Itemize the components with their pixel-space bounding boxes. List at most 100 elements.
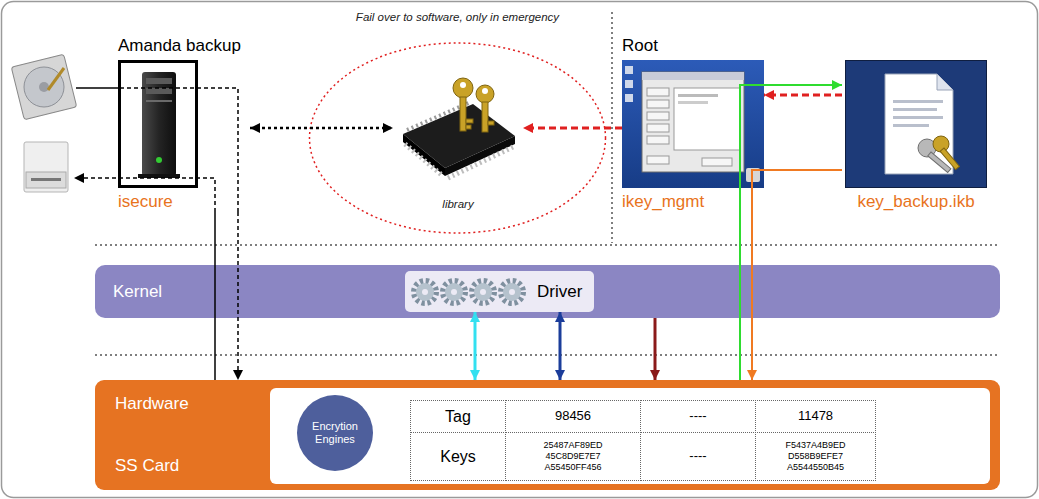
- illustration-part: [476, 85, 494, 103]
- illustration-part: [48, 68, 64, 90]
- illustration-part: [940, 148, 959, 170]
- band-label: Hardware: [115, 394, 980, 414]
- connector: [474, 312, 477, 380]
- region-separator: [611, 12, 613, 243]
- key-file-node: key_backup.ikb: [842, 60, 990, 212]
- key-file-illustration: [845, 60, 987, 188]
- illustration-part: [443, 281, 465, 303]
- table-cell: 11478: [755, 400, 876, 433]
- illustration-part: [647, 156, 669, 164]
- connector: [764, 94, 842, 97]
- disk-wire: [76, 87, 120, 89]
- illustration-part: [482, 88, 488, 94]
- illustration-part: [893, 100, 943, 103]
- illustration-part: [156, 157, 162, 163]
- illustration-part: [39, 82, 49, 92]
- chip-illustration: [393, 64, 523, 189]
- illustration-part: [146, 88, 172, 94]
- kernel-band: Kernel Driver: [95, 265, 1000, 318]
- illustration-part: [146, 100, 172, 102]
- illustration-part: [647, 136, 669, 144]
- illustration-part: [31, 178, 61, 181]
- illustration-part: [24, 67, 64, 107]
- illustration-part: [503, 283, 521, 301]
- node-label: library: [393, 191, 523, 214]
- connector: [523, 127, 622, 130]
- node-label: Driver: [537, 282, 582, 302]
- illustration-part: [482, 102, 488, 132]
- illustration-part: [460, 82, 466, 88]
- connector: [654, 318, 657, 380]
- illustration-part: [885, 74, 953, 174]
- connector: [250, 127, 393, 130]
- illustration-part: [625, 66, 633, 74]
- table-cell: Keys: [410, 432, 506, 481]
- illustration-part: [893, 116, 943, 119]
- illustration-part: [846, 61, 987, 188]
- illustration-part: [451, 289, 457, 295]
- illustration-part: [445, 136, 515, 176]
- illustration-part: [448, 147, 513, 178]
- server-illustration: [118, 60, 198, 188]
- node-label: isecure: [118, 192, 250, 212]
- illustration-part: [647, 100, 669, 108]
- connector: [237, 212, 239, 380]
- illustration-part: [405, 144, 443, 176]
- band-label: Kernel: [113, 282, 162, 302]
- device-wires: [74, 88, 238, 212]
- table-cell: 25487AF89ED 45C8D9E7E7 A55450FF456: [505, 432, 641, 481]
- illustration-part: [678, 94, 718, 97]
- table-text: ----: [689, 409, 706, 423]
- connector: [740, 85, 842, 380]
- library-node: library: [393, 64, 523, 214]
- illustration-part: [893, 108, 937, 111]
- illustration-part: [678, 101, 708, 104]
- connector: [559, 312, 562, 380]
- illustration-part: [414, 281, 436, 303]
- illustration-part: [674, 88, 740, 150]
- table-text: 25487AF89ED 45C8D9E7E7 A55450FF456: [538, 440, 608, 472]
- region-note: Fail over to software, only in emergency: [305, 8, 610, 23]
- illustration-part: [453, 78, 473, 98]
- illustration-part: [480, 289, 486, 295]
- illustration-part: [509, 289, 515, 295]
- illustration-part: [702, 158, 732, 166]
- node-heading: Amanda backup: [118, 36, 250, 56]
- node-heading: Root: [622, 36, 764, 56]
- table-cell: ----: [640, 432, 756, 481]
- illustration-part: [474, 283, 492, 301]
- table-cell: 98456: [505, 400, 641, 433]
- table-cell: ----: [640, 400, 756, 433]
- illustration-part: [416, 283, 434, 301]
- engine-circle: Encrytion Engines: [297, 395, 373, 471]
- illustration-part: [466, 125, 471, 129]
- illustration-part: [403, 134, 445, 176]
- illustration-part: [625, 94, 633, 102]
- illustration-part: [893, 124, 929, 127]
- illustration-part: [937, 74, 953, 90]
- illustration-part: [642, 72, 744, 172]
- table-cell: F5437A4B9ED D558B9EFE7 A5544550B45: [755, 432, 876, 481]
- illustration-part: [310, 43, 606, 233]
- connector: [214, 212, 216, 380]
- illustration-part: [625, 80, 633, 88]
- illustration-part: [120, 62, 197, 187]
- table-cell: Tag: [410, 400, 506, 433]
- tape-wire: [74, 178, 215, 212]
- illustration-part: [138, 174, 180, 178]
- illustration-part: [422, 289, 428, 295]
- node-label: ikey_mgmt: [622, 192, 764, 212]
- layer-separator: [95, 354, 1000, 356]
- table-text: F5437A4B9ED D558B9EFE7 A5544550B45: [781, 440, 851, 472]
- node-label: key_backup.ikb: [842, 192, 990, 212]
- illustration-part: [11, 54, 76, 119]
- gears-icon: [411, 276, 527, 308]
- illustration-part: [488, 121, 494, 125]
- illustration-part: [26, 172, 66, 188]
- illustration-part: [642, 72, 744, 80]
- illustration-part: [647, 112, 669, 120]
- tape-drive-icon: [24, 142, 68, 192]
- connector: [752, 170, 842, 380]
